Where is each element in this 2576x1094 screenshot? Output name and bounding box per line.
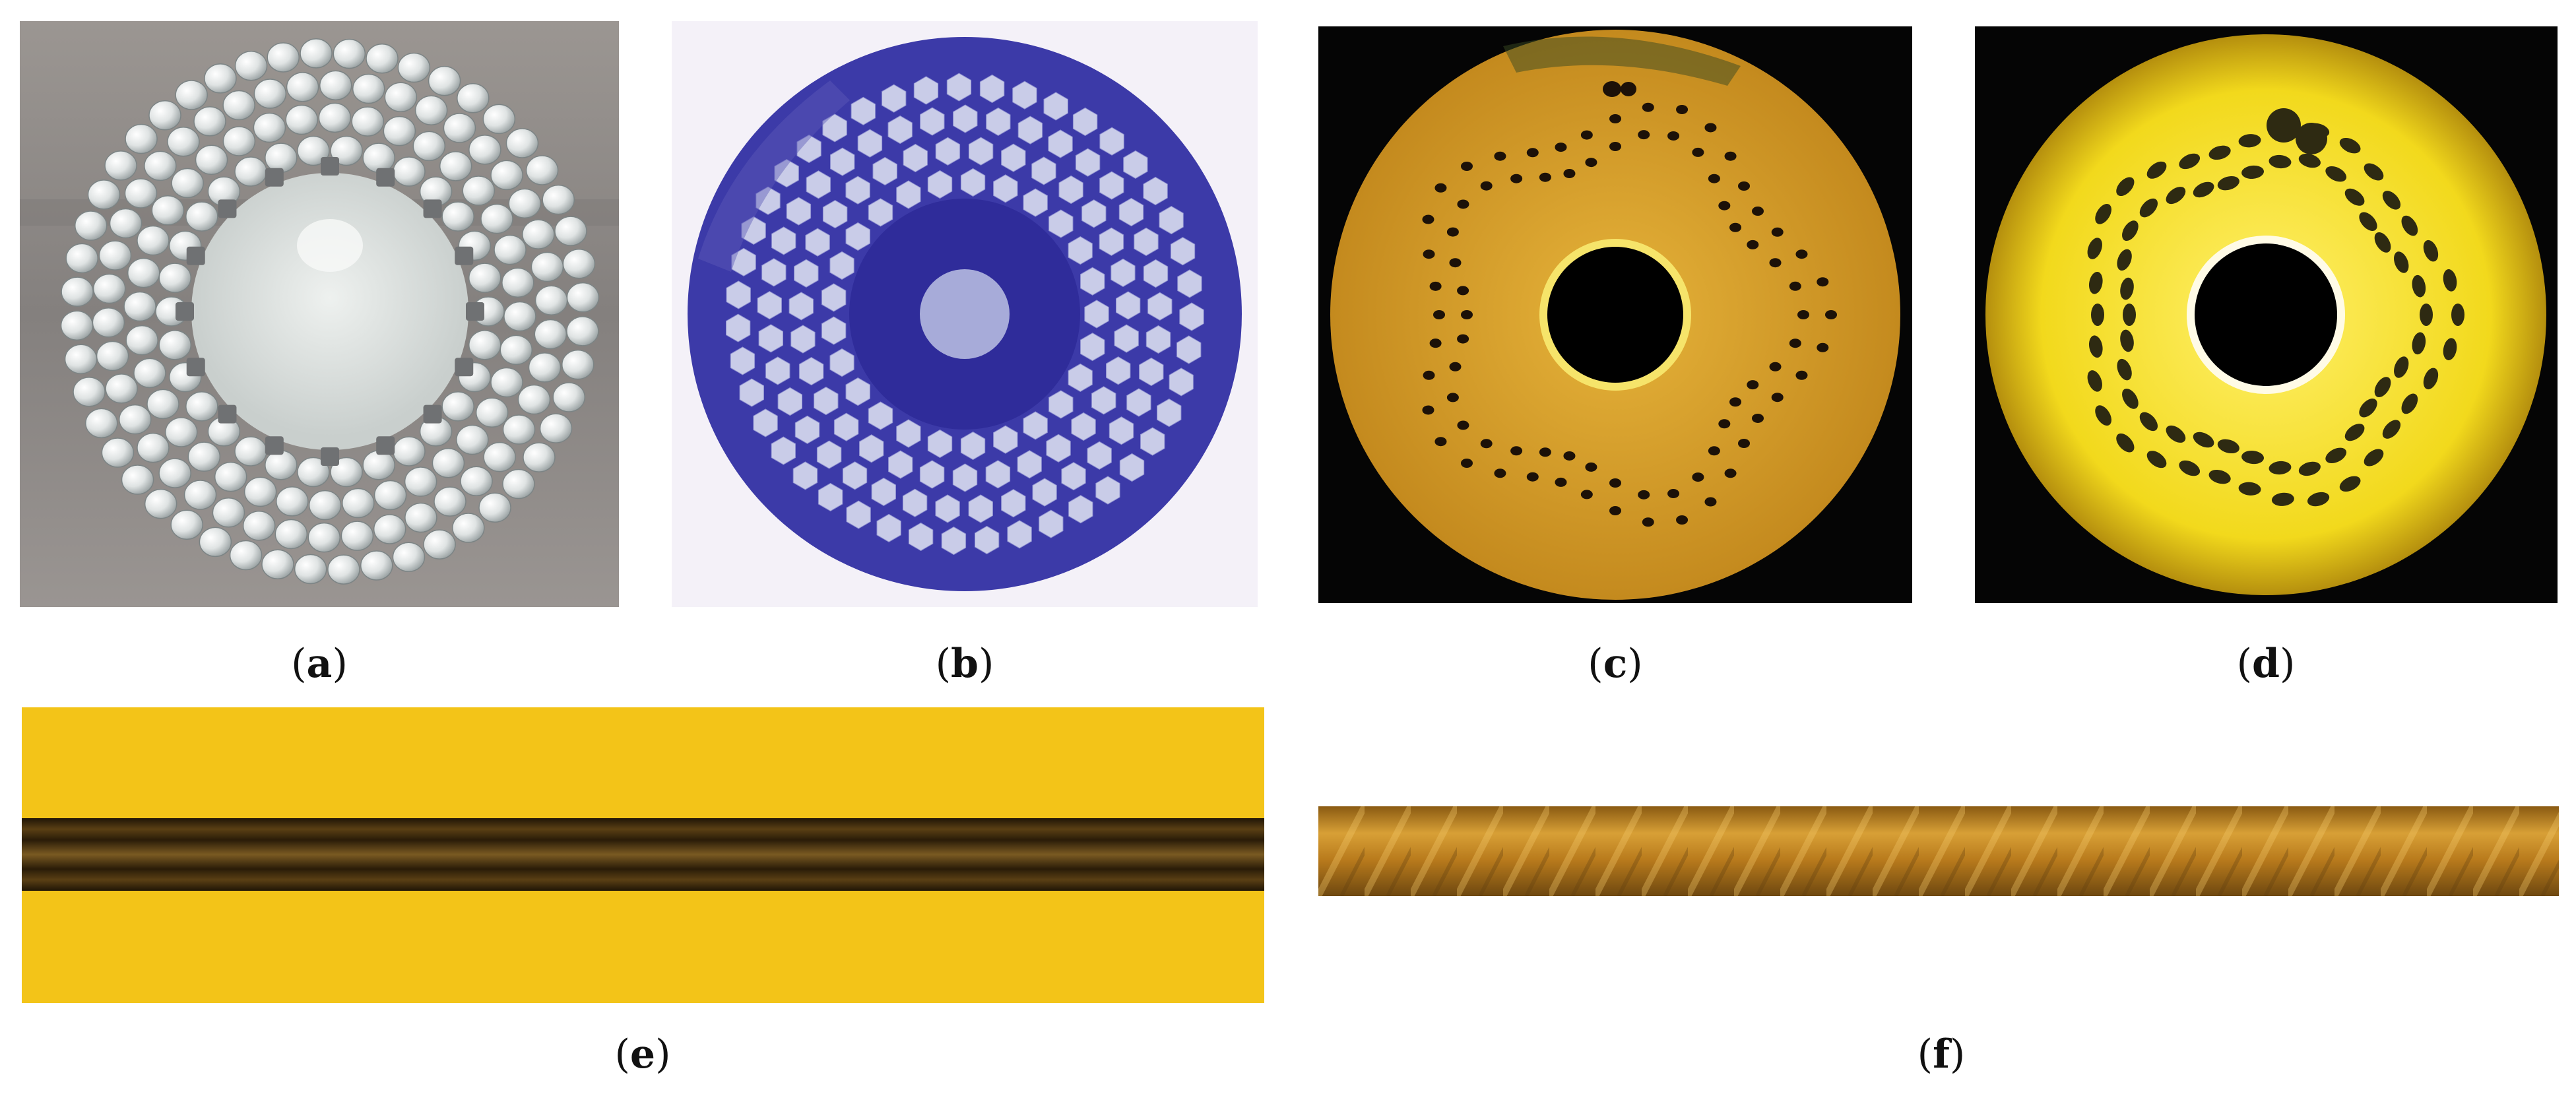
caption-b-letter: b bbox=[951, 641, 979, 687]
twisted-fiber-image bbox=[1318, 806, 2559, 896]
caption-a: (a) bbox=[291, 641, 348, 687]
caption-a-letter: a bbox=[306, 641, 333, 687]
caption-d-letter: d bbox=[2252, 641, 2280, 687]
caption-c-letter: c bbox=[1603, 641, 1628, 687]
caption-b: (b) bbox=[935, 641, 994, 687]
panel-b-cane-cross-section bbox=[672, 21, 1258, 607]
fiber-micrograph-c-image bbox=[1318, 26, 1912, 603]
panel-d-fiber-micrograph bbox=[1975, 26, 2558, 603]
preform-photo-image bbox=[20, 21, 619, 607]
caption-f-letter: f bbox=[1933, 1031, 1950, 1078]
panel-e-fiber-side-view bbox=[22, 707, 1264, 1003]
fiber-side-view-image bbox=[22, 707, 1264, 1003]
caption-c: (c) bbox=[1588, 641, 1643, 687]
fiber-micrograph-d-image bbox=[1975, 26, 2558, 603]
caption-d: (d) bbox=[2236, 641, 2296, 687]
panel-f-twisted-fiber-side-view bbox=[1318, 806, 2559, 896]
cane-cross-section-image bbox=[672, 21, 1258, 607]
caption-e-letter: e bbox=[629, 1031, 656, 1078]
caption-f: (f) bbox=[1917, 1031, 1966, 1078]
caption-e: (e) bbox=[614, 1031, 671, 1078]
panel-c-fiber-micrograph bbox=[1318, 26, 1912, 603]
panel-a-preform-photo bbox=[20, 21, 619, 607]
